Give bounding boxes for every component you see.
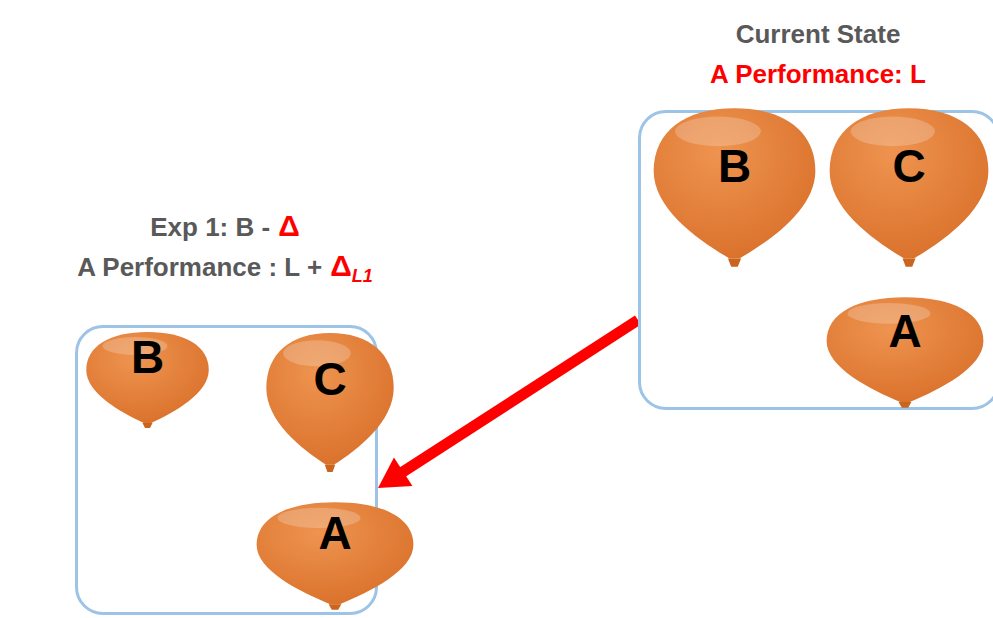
arrow-head xyxy=(378,457,412,488)
heading-line: A Performance: L xyxy=(638,58,993,90)
state-heading: Δ xyxy=(278,209,300,242)
state-heading: L1 xyxy=(352,266,373,286)
balloon-label: B xyxy=(718,143,751,189)
heading-line: A Performance : L + ΔL1 xyxy=(30,250,420,292)
state-heading: Current State xyxy=(736,19,901,49)
balloon-shape xyxy=(265,330,395,475)
balloon: B xyxy=(85,330,210,430)
balloon-label: A xyxy=(318,510,351,556)
balloon: A xyxy=(825,295,985,410)
balloon: B xyxy=(652,105,817,270)
arrow-shaft xyxy=(400,320,638,474)
state-heading: A Performance : L + xyxy=(77,252,322,282)
state-heading: A Performance: L xyxy=(710,59,926,89)
heading-line: Exp 1: B - Δ xyxy=(30,210,420,243)
balloon-label: A xyxy=(888,308,921,354)
balloon: C xyxy=(828,105,990,270)
balloon-label: C xyxy=(892,143,925,189)
balloon-label: B xyxy=(131,334,164,380)
heading-line: Current State xyxy=(638,18,993,50)
state-heading: Δ xyxy=(330,249,352,282)
state-container: Exp 1: B -ΔA Performance : L +ΔL1BCA xyxy=(30,200,420,618)
state-heading: Exp 1: B - xyxy=(150,212,270,242)
balloon: A xyxy=(255,500,415,612)
transition-arrow xyxy=(378,320,638,488)
balloon-label: C xyxy=(313,356,346,402)
state-container: Current State A Performance: L B C A xyxy=(638,12,993,412)
balloon: C xyxy=(265,330,395,475)
